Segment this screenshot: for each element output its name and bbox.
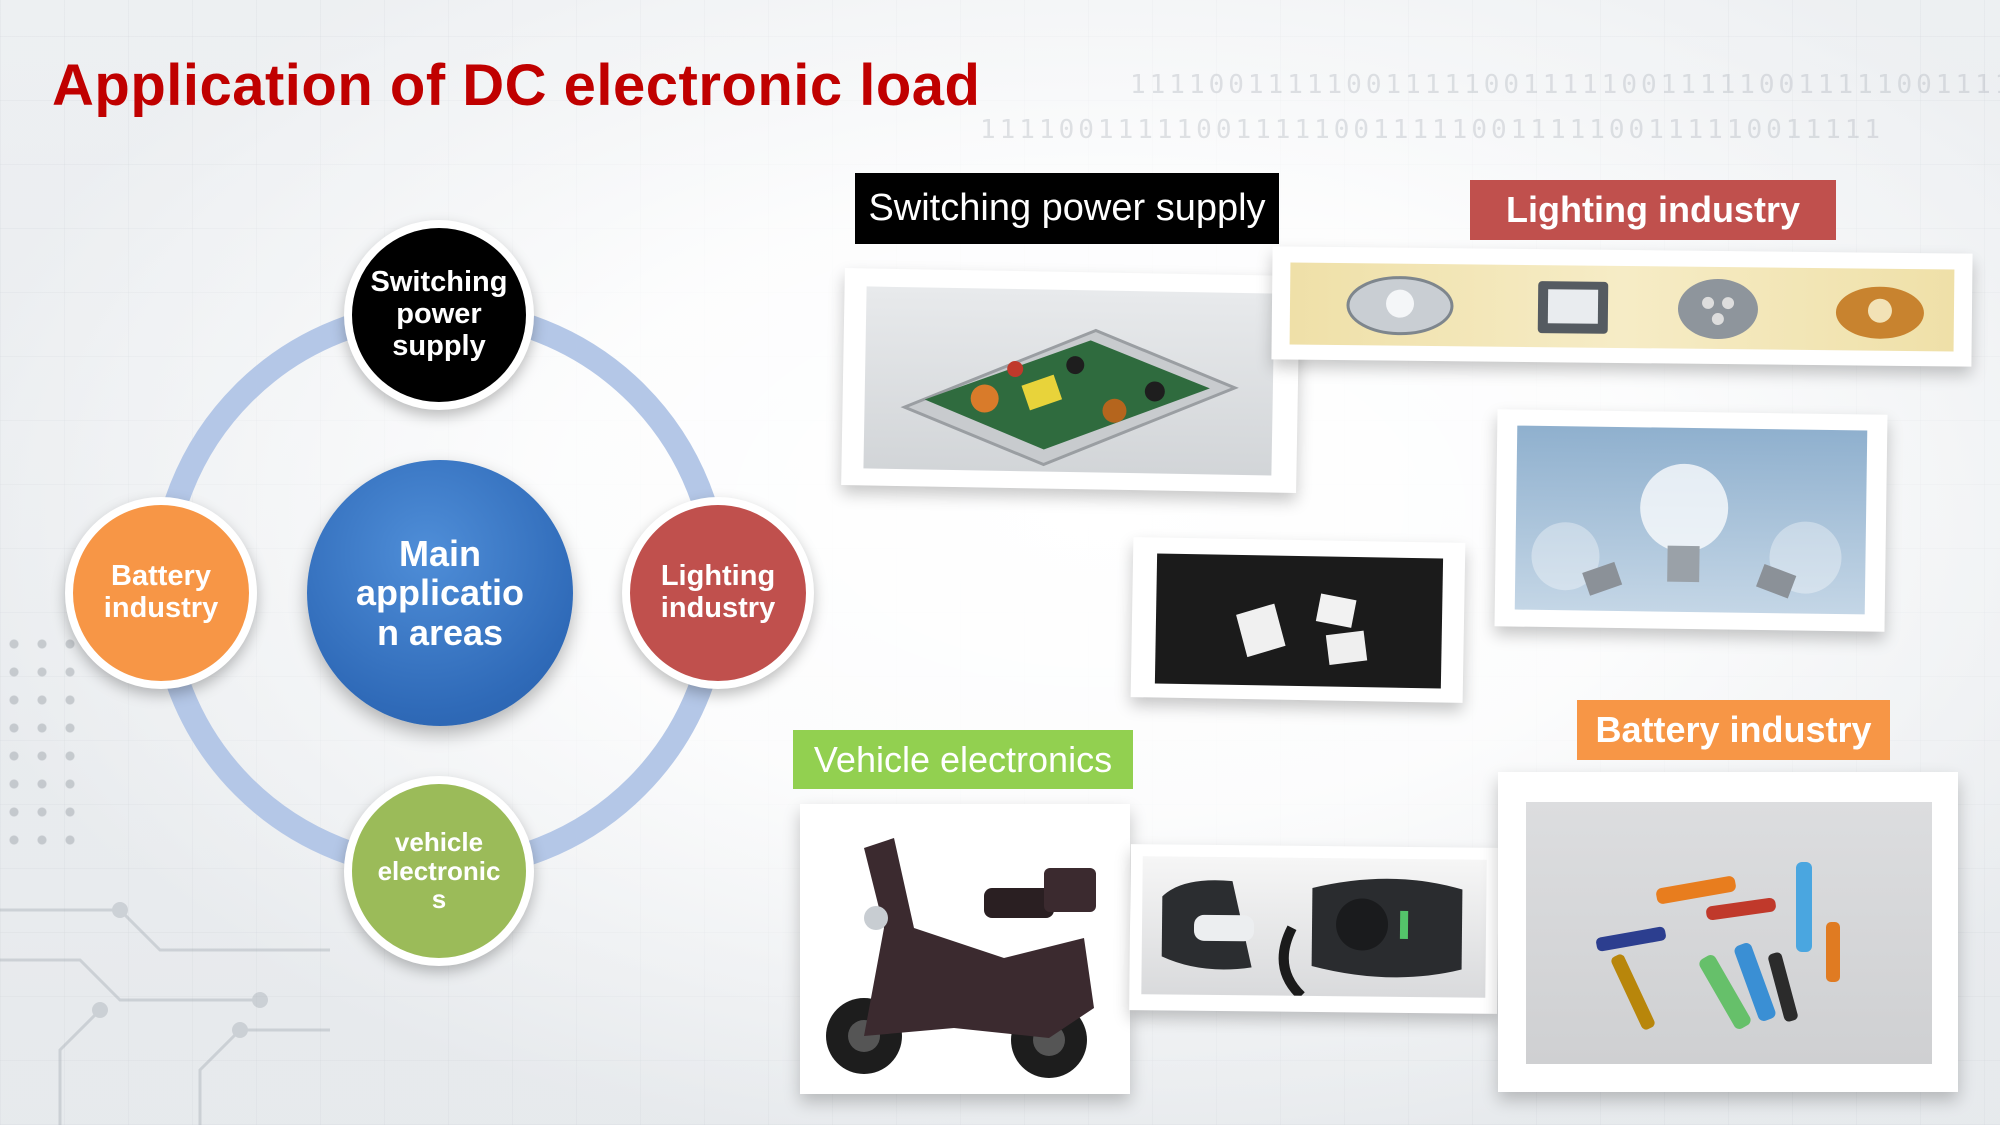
node-battery-industry: Battery industry (65, 497, 257, 689)
power-supply-board-photo (841, 268, 1300, 493)
circuit-decoration (0, 902, 330, 1125)
white-adapters-photo (1130, 537, 1466, 703)
ev-charger-photo (1129, 844, 1499, 1014)
batteries-photo (1498, 772, 1958, 1092)
page-title: Application of DC electronic load (52, 53, 981, 118)
node-lighting-industry: Lighting industry (622, 497, 814, 689)
center-node-label: Main applicatio n areas (355, 532, 525, 653)
node-vehicle-electronics: vehicle electronic s (344, 776, 534, 966)
center-node-main-application-areas: Main applicatio n areas (307, 460, 573, 726)
light-bulbs-photo (1494, 409, 1888, 632)
label-lighting-industry: Lighting industry (1470, 180, 1836, 240)
node-label-switching: Switching power supply (370, 266, 508, 362)
dot-grid-decoration (0, 630, 80, 850)
label-battery-industry: Battery industry (1577, 700, 1890, 760)
node-label-vehicle: vehicle electronic s (377, 827, 501, 915)
node-switching-power-supply: Switching power supply (344, 220, 534, 410)
binary-decoration: 1111001111100111110011111001111100111110… (980, 115, 1880, 145)
node-label-lighting: Lighting industry (660, 560, 776, 624)
label-vehicle-electronics: Vehicle electronics (793, 730, 1133, 789)
led-lights-strip-photo (1271, 246, 1973, 367)
node-label-battery: Battery industry (103, 560, 219, 624)
electric-scooter-photo (800, 804, 1130, 1094)
binary-decoration: 1111001111100111110011111001111100111110… (1130, 70, 2000, 100)
label-switching-power-supply: Switching power supply (855, 173, 1279, 244)
